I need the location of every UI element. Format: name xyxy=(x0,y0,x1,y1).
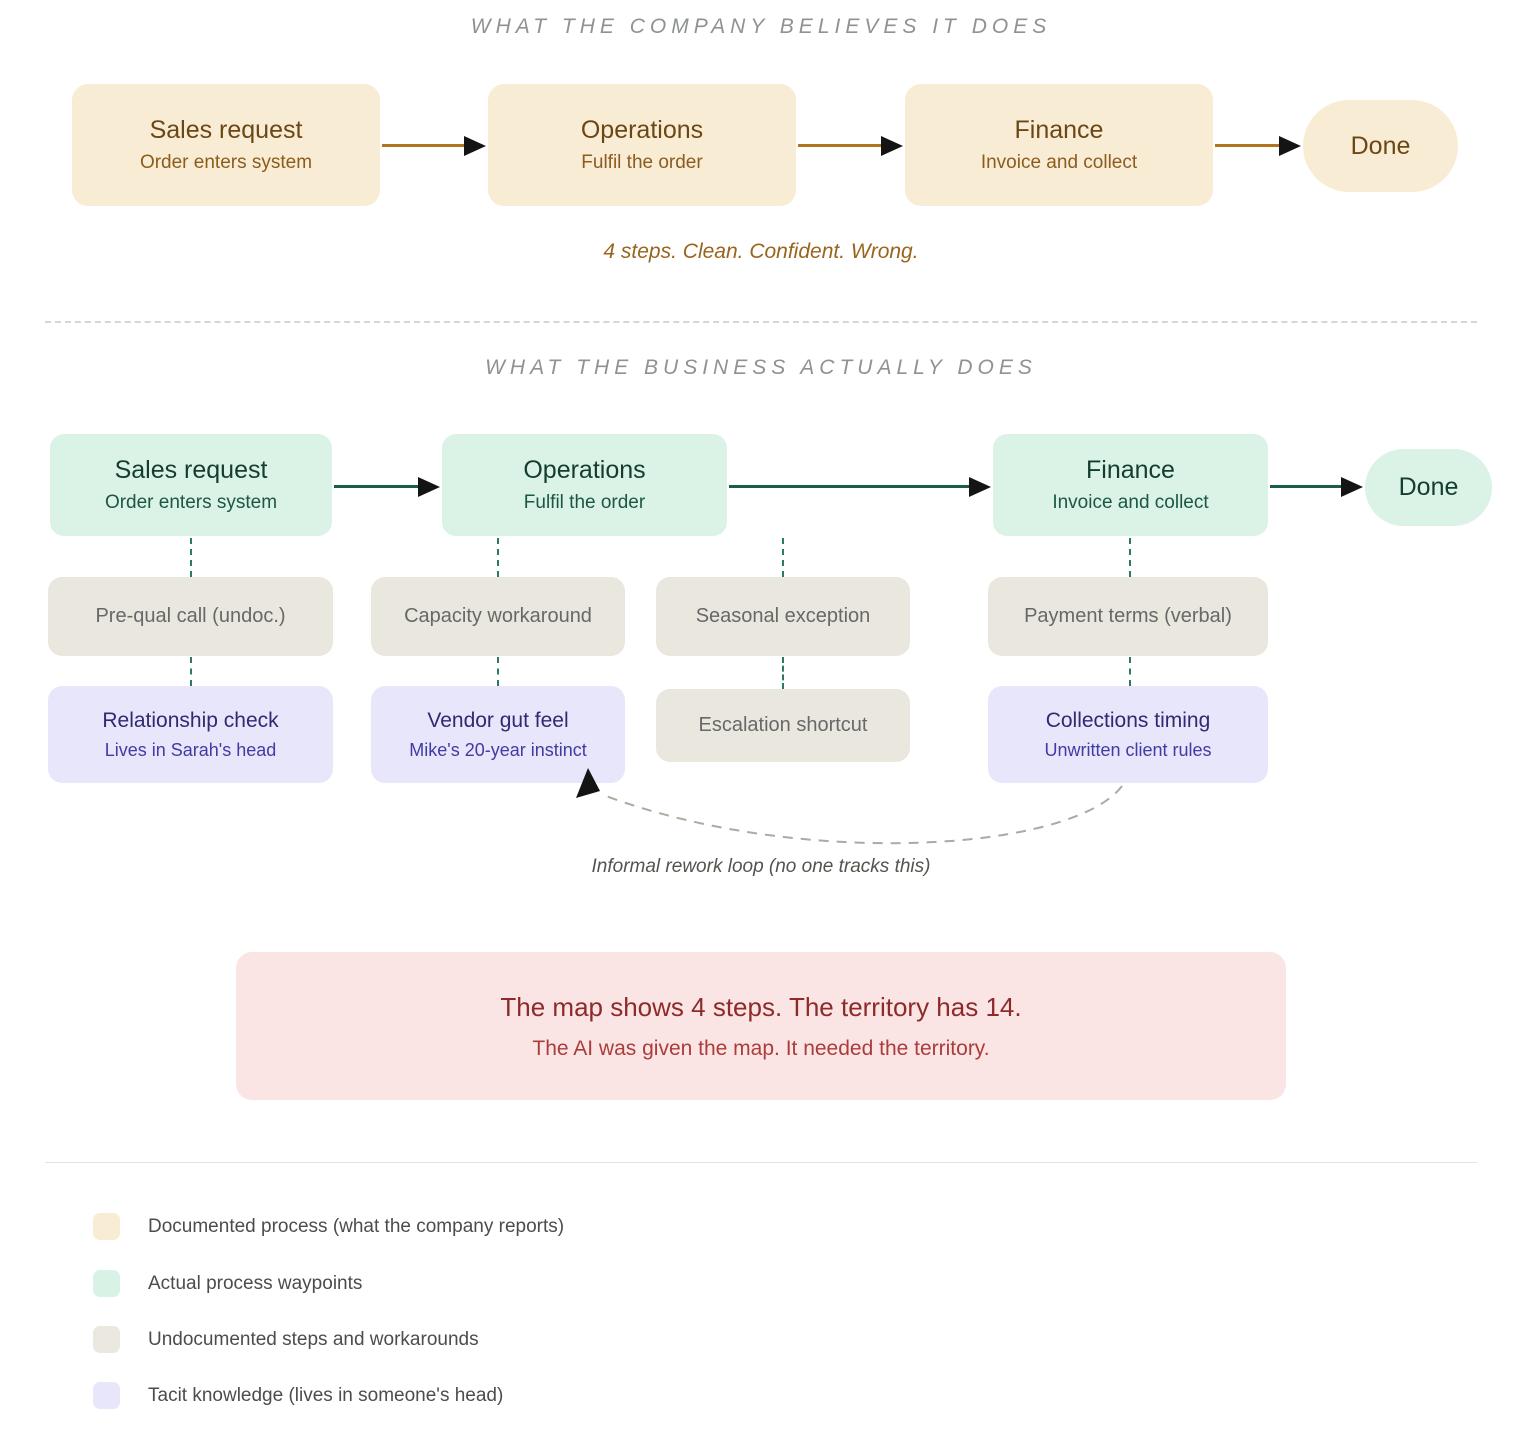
node-title: Sales request xyxy=(114,456,268,484)
legend-divider xyxy=(45,1162,1477,1163)
believed-node-done: Done xyxy=(1303,100,1458,192)
rework-loop-caption: Informal rework loop (no one tracks this… xyxy=(591,856,931,877)
node-title: Operations xyxy=(580,116,704,144)
node-subtitle: Invoice and collect xyxy=(1052,492,1209,513)
callout-subtitle: The AI was given the map. It needed the … xyxy=(532,1036,990,1060)
node-subtitle: Order enters system xyxy=(139,152,313,173)
tacit-relationship-check: Relationship check Lives in Sarah's head xyxy=(48,686,333,783)
arrow-line xyxy=(798,144,883,147)
node-title: Finance xyxy=(1086,456,1175,484)
node-title: Done xyxy=(1398,473,1459,501)
arrow-head-icon xyxy=(418,477,440,497)
legend-label: Tacit knowledge (lives in someone's head… xyxy=(148,1384,504,1406)
legend-label: Actual process waypoints xyxy=(148,1272,363,1294)
arrow-head-icon xyxy=(881,136,903,156)
node-subtitle: Fulfil the order xyxy=(523,492,646,513)
legend-item-documented: Documented process (what the company rep… xyxy=(93,1213,564,1240)
tacit-collections-timing: Collections timing Unwritten client rule… xyxy=(988,686,1268,783)
node-subtitle: Lives in Sarah's head xyxy=(104,739,277,760)
legend-swatch-tacit xyxy=(93,1382,120,1409)
node-title: Operations xyxy=(523,456,646,484)
arrow-line xyxy=(1215,144,1281,147)
believed-node-finance: Finance Invoice and collect xyxy=(905,84,1213,206)
legend-swatch-undocumented xyxy=(93,1326,120,1353)
believed-node-sales-request: Sales request Order enters system xyxy=(72,84,380,206)
arrow-head-icon xyxy=(1279,136,1301,156)
section-title-actual: WHAT THE BUSINESS ACTUALLY DOES xyxy=(485,356,1037,379)
section-divider-dashed xyxy=(45,321,1477,323)
arrow-head-icon xyxy=(464,136,486,156)
believed-node-operations: Operations Fulfil the order xyxy=(488,84,796,206)
legend-swatch-documented xyxy=(93,1213,120,1240)
actual-node-sales-request: Sales request Order enters system xyxy=(50,434,332,536)
actual-node-operations: Operations Fulfil the order xyxy=(442,434,727,536)
undocumented-seasonal-exception: Seasonal exception xyxy=(656,577,910,656)
arrow-line xyxy=(382,144,466,147)
section-title-believed: WHAT THE COMPANY BELIEVES IT DOES xyxy=(470,15,1052,38)
connector-dashed xyxy=(497,657,499,686)
legend-swatch-actual xyxy=(93,1270,120,1297)
node-title: Collections timing xyxy=(1045,708,1211,732)
node-subtitle: Invoice and collect xyxy=(980,152,1138,173)
node-title: Vendor gut feel xyxy=(427,708,569,732)
node-subtitle: Fulfil the order xyxy=(581,152,703,173)
connector-dashed xyxy=(782,538,784,577)
undocumented-escalation-shortcut: Escalation shortcut xyxy=(656,689,910,762)
node-title: Relationship check xyxy=(102,708,279,732)
actual-node-finance: Finance Invoice and collect xyxy=(993,434,1268,536)
connector-dashed xyxy=(190,657,192,686)
node-title: Done xyxy=(1350,131,1411,160)
arrow-line xyxy=(1270,485,1343,488)
connector-dashed xyxy=(190,538,192,577)
node-subtitle: Unwritten client rules xyxy=(1044,739,1212,760)
legend-item-actual: Actual process waypoints xyxy=(93,1270,362,1297)
arrow-line xyxy=(334,485,420,488)
undocumented-payment-terms: Payment terms (verbal) xyxy=(988,577,1268,656)
callout-title: The map shows 4 steps. The territory has… xyxy=(500,991,1022,1022)
connector-dashed xyxy=(497,538,499,577)
legend-item-tacit: Tacit knowledge (lives in someone's head… xyxy=(93,1382,503,1409)
arrow-head-icon xyxy=(969,477,991,497)
actual-node-done: Done xyxy=(1365,449,1492,526)
node-subtitle: Mike's 20-year instinct xyxy=(409,739,587,760)
arrow-line xyxy=(729,485,971,488)
node-title: Finance xyxy=(1014,116,1104,144)
map-territory-callout: The map shows 4 steps. The territory has… xyxy=(236,952,1286,1100)
node-title: Sales request xyxy=(149,116,303,144)
legend-label: Documented process (what the company rep… xyxy=(148,1215,565,1237)
undocumented-capacity-workaround: Capacity workaround xyxy=(371,577,625,656)
connector-dashed xyxy=(1129,657,1131,686)
node-subtitle: Order enters system xyxy=(104,492,278,513)
legend-label: Undocumented steps and workarounds xyxy=(148,1328,479,1350)
tacit-vendor-gut-feel: Vendor gut feel Mike's 20-year instinct xyxy=(371,686,625,783)
connector-dashed xyxy=(782,657,784,689)
legend-item-undocumented: Undocumented steps and workarounds xyxy=(93,1326,479,1353)
arrow-head-icon xyxy=(1341,477,1363,497)
undocumented-pre-qual-call: Pre-qual call (undoc.) xyxy=(48,577,333,656)
believed-caption: 4 steps. Clean. Confident. Wrong. xyxy=(603,240,919,263)
connector-dashed xyxy=(1129,538,1131,577)
